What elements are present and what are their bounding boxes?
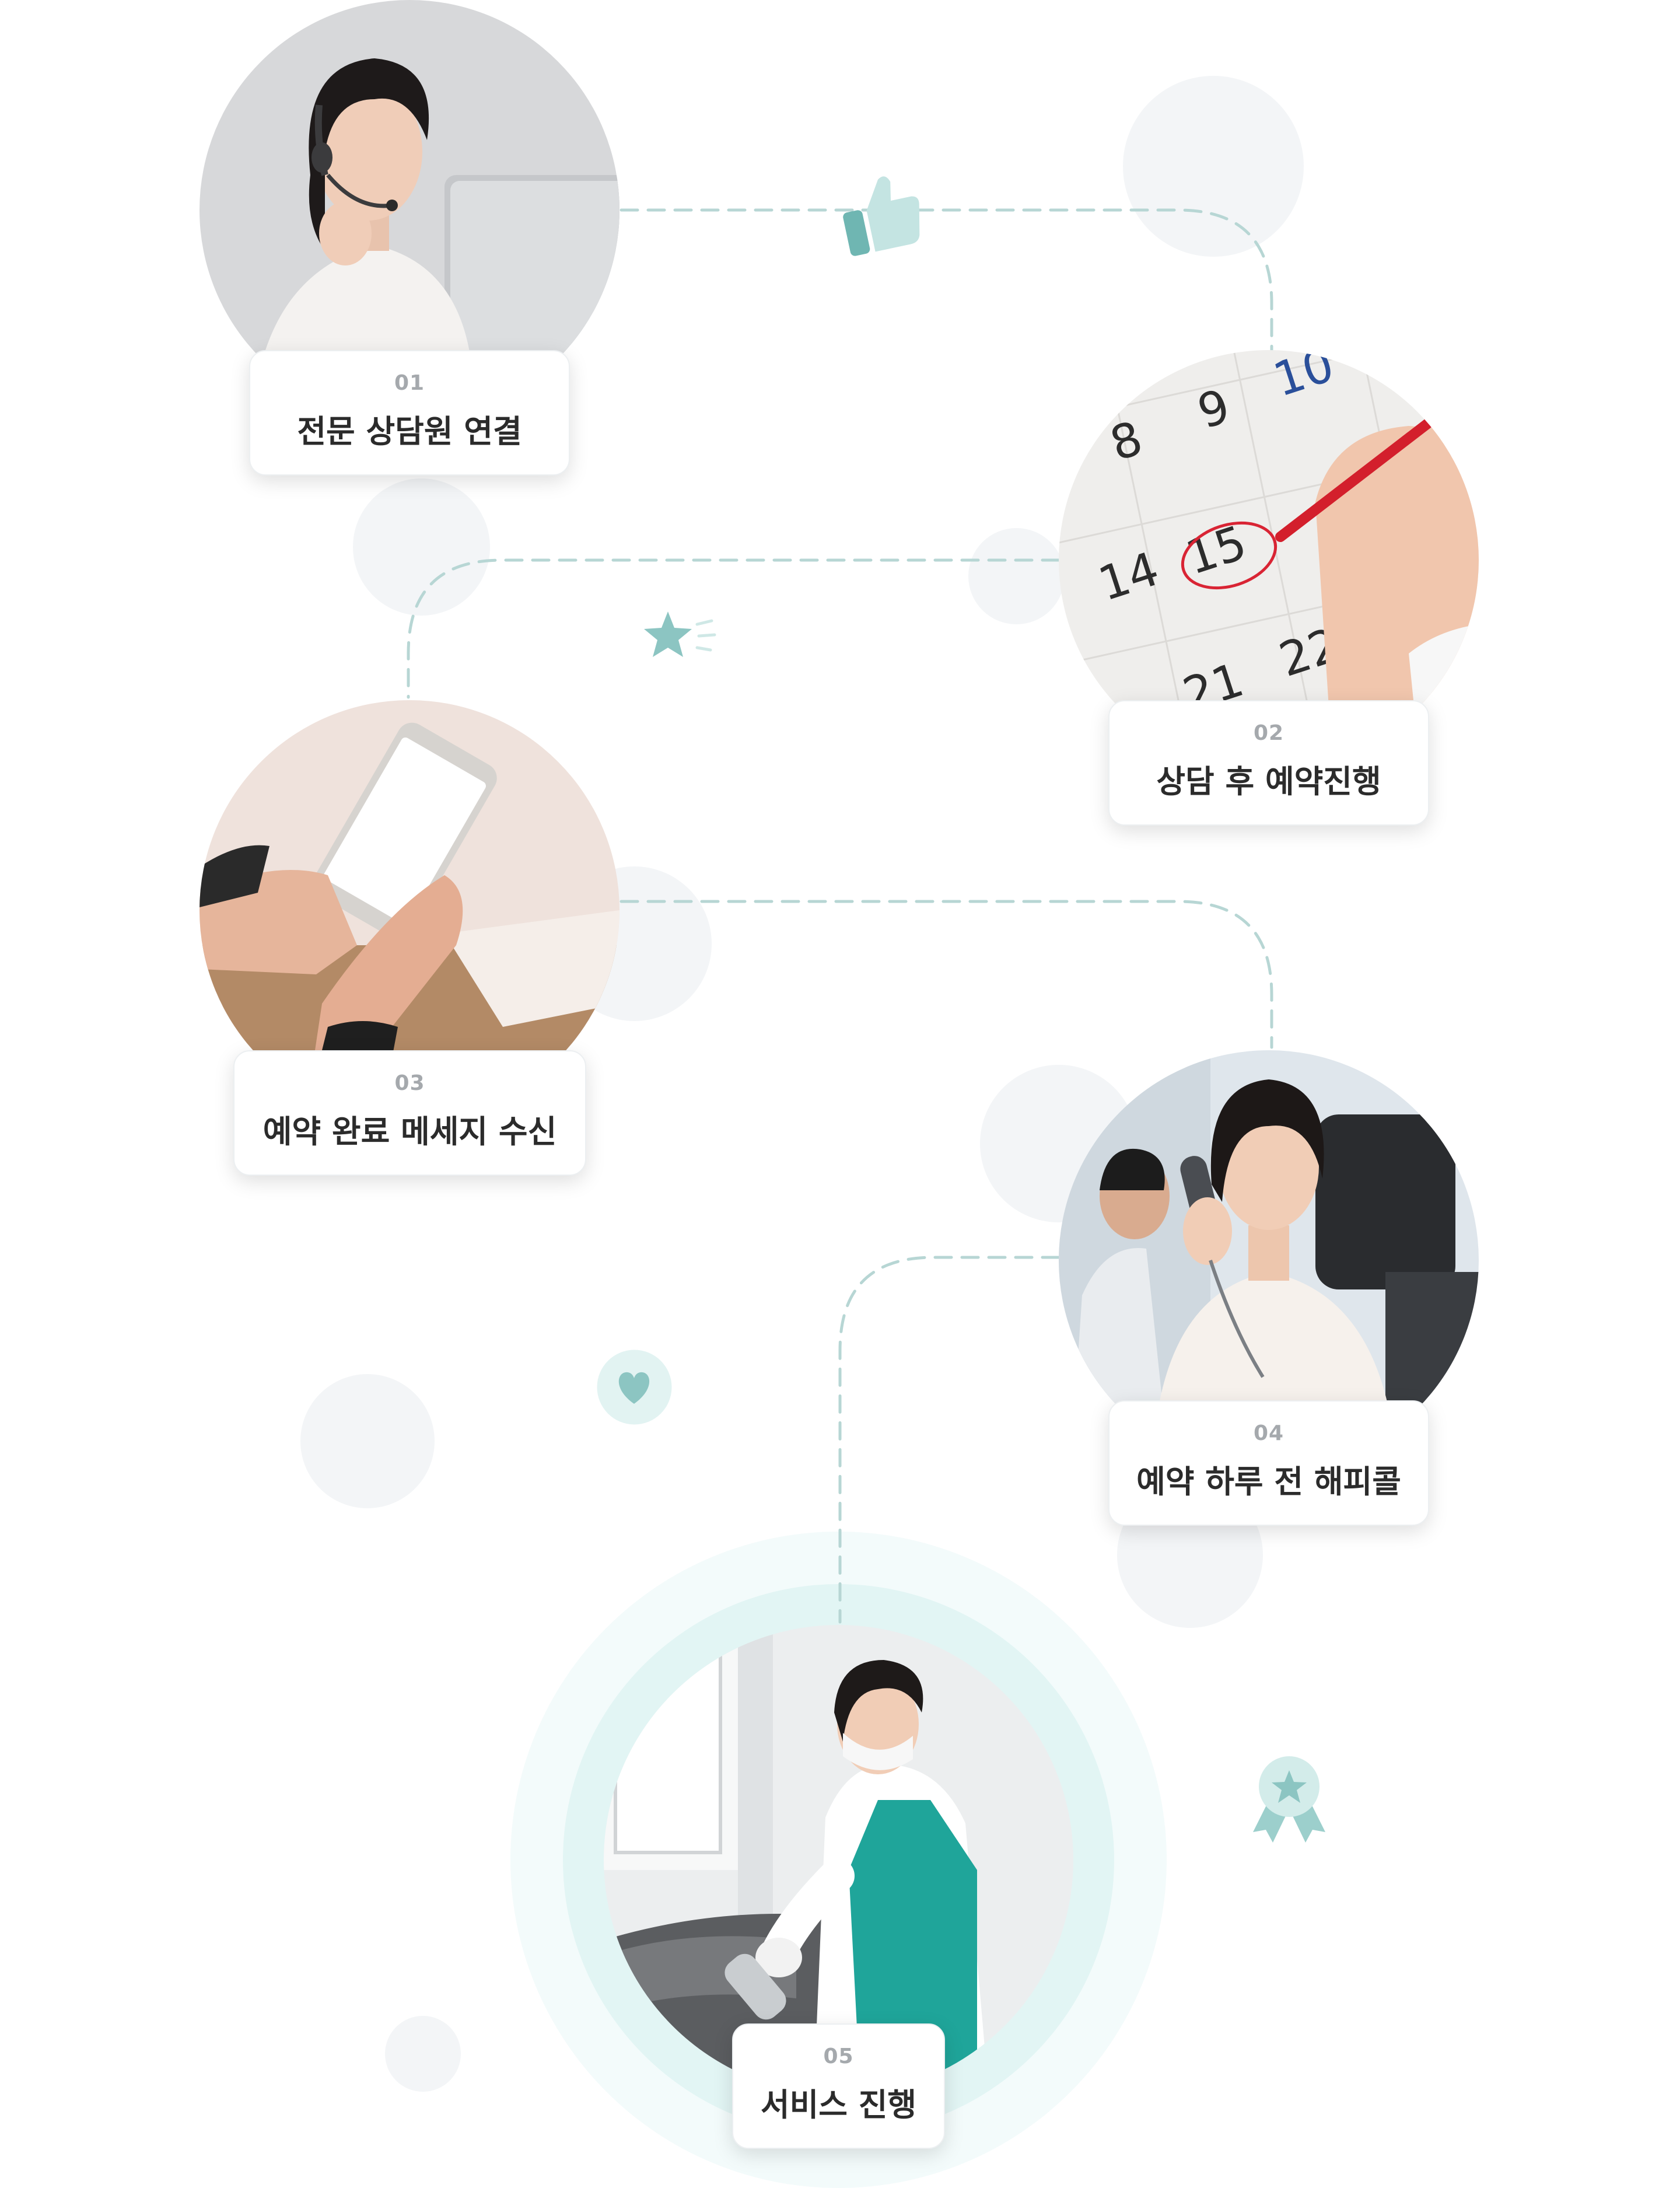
step-number: 03	[394, 1071, 425, 1095]
background-dot	[353, 478, 490, 616]
heart-icon	[597, 1350, 672, 1425]
connector-04-05	[838, 1256, 1060, 1624]
connector-01-02	[620, 208, 1273, 352]
step-title: 상담 후 예약진행	[1156, 763, 1381, 800]
step-card-01: 01 전문 상담원 연결	[249, 350, 570, 476]
step-number: 02	[1253, 721, 1284, 745]
step-title: 예약 완료 메세지 수신	[262, 1113, 557, 1150]
background-dot	[1123, 76, 1304, 257]
star-icon	[644, 611, 716, 657]
step-title: 전문 상담원 연결	[297, 413, 522, 450]
connector-02-03	[407, 558, 1060, 699]
award-ribbon-icon	[1253, 1756, 1325, 1843]
background-dot	[968, 528, 1065, 624]
background-dot	[385, 2016, 461, 2092]
thumbs-up-icon	[843, 176, 920, 256]
step-number: 01	[394, 371, 425, 395]
connector-03-04	[620, 900, 1273, 1049]
step-card-05: 05 서비스 진행	[732, 2023, 945, 2149]
step-card-03: 03 예약 완료 메세지 수신	[233, 1050, 586, 1176]
step-title: 서비스 진행	[760, 2086, 917, 2123]
step-card-04: 04 예약 하루 전 해피콜	[1108, 1400, 1429, 1526]
step-title: 예약 하루 전 해피콜	[1136, 1463, 1401, 1500]
background-dot	[300, 1374, 435, 1508]
step-card-02: 02 상담 후 예약진행	[1108, 700, 1429, 826]
step-number: 05	[823, 2044, 854, 2068]
step-number: 04	[1253, 1421, 1284, 1445]
